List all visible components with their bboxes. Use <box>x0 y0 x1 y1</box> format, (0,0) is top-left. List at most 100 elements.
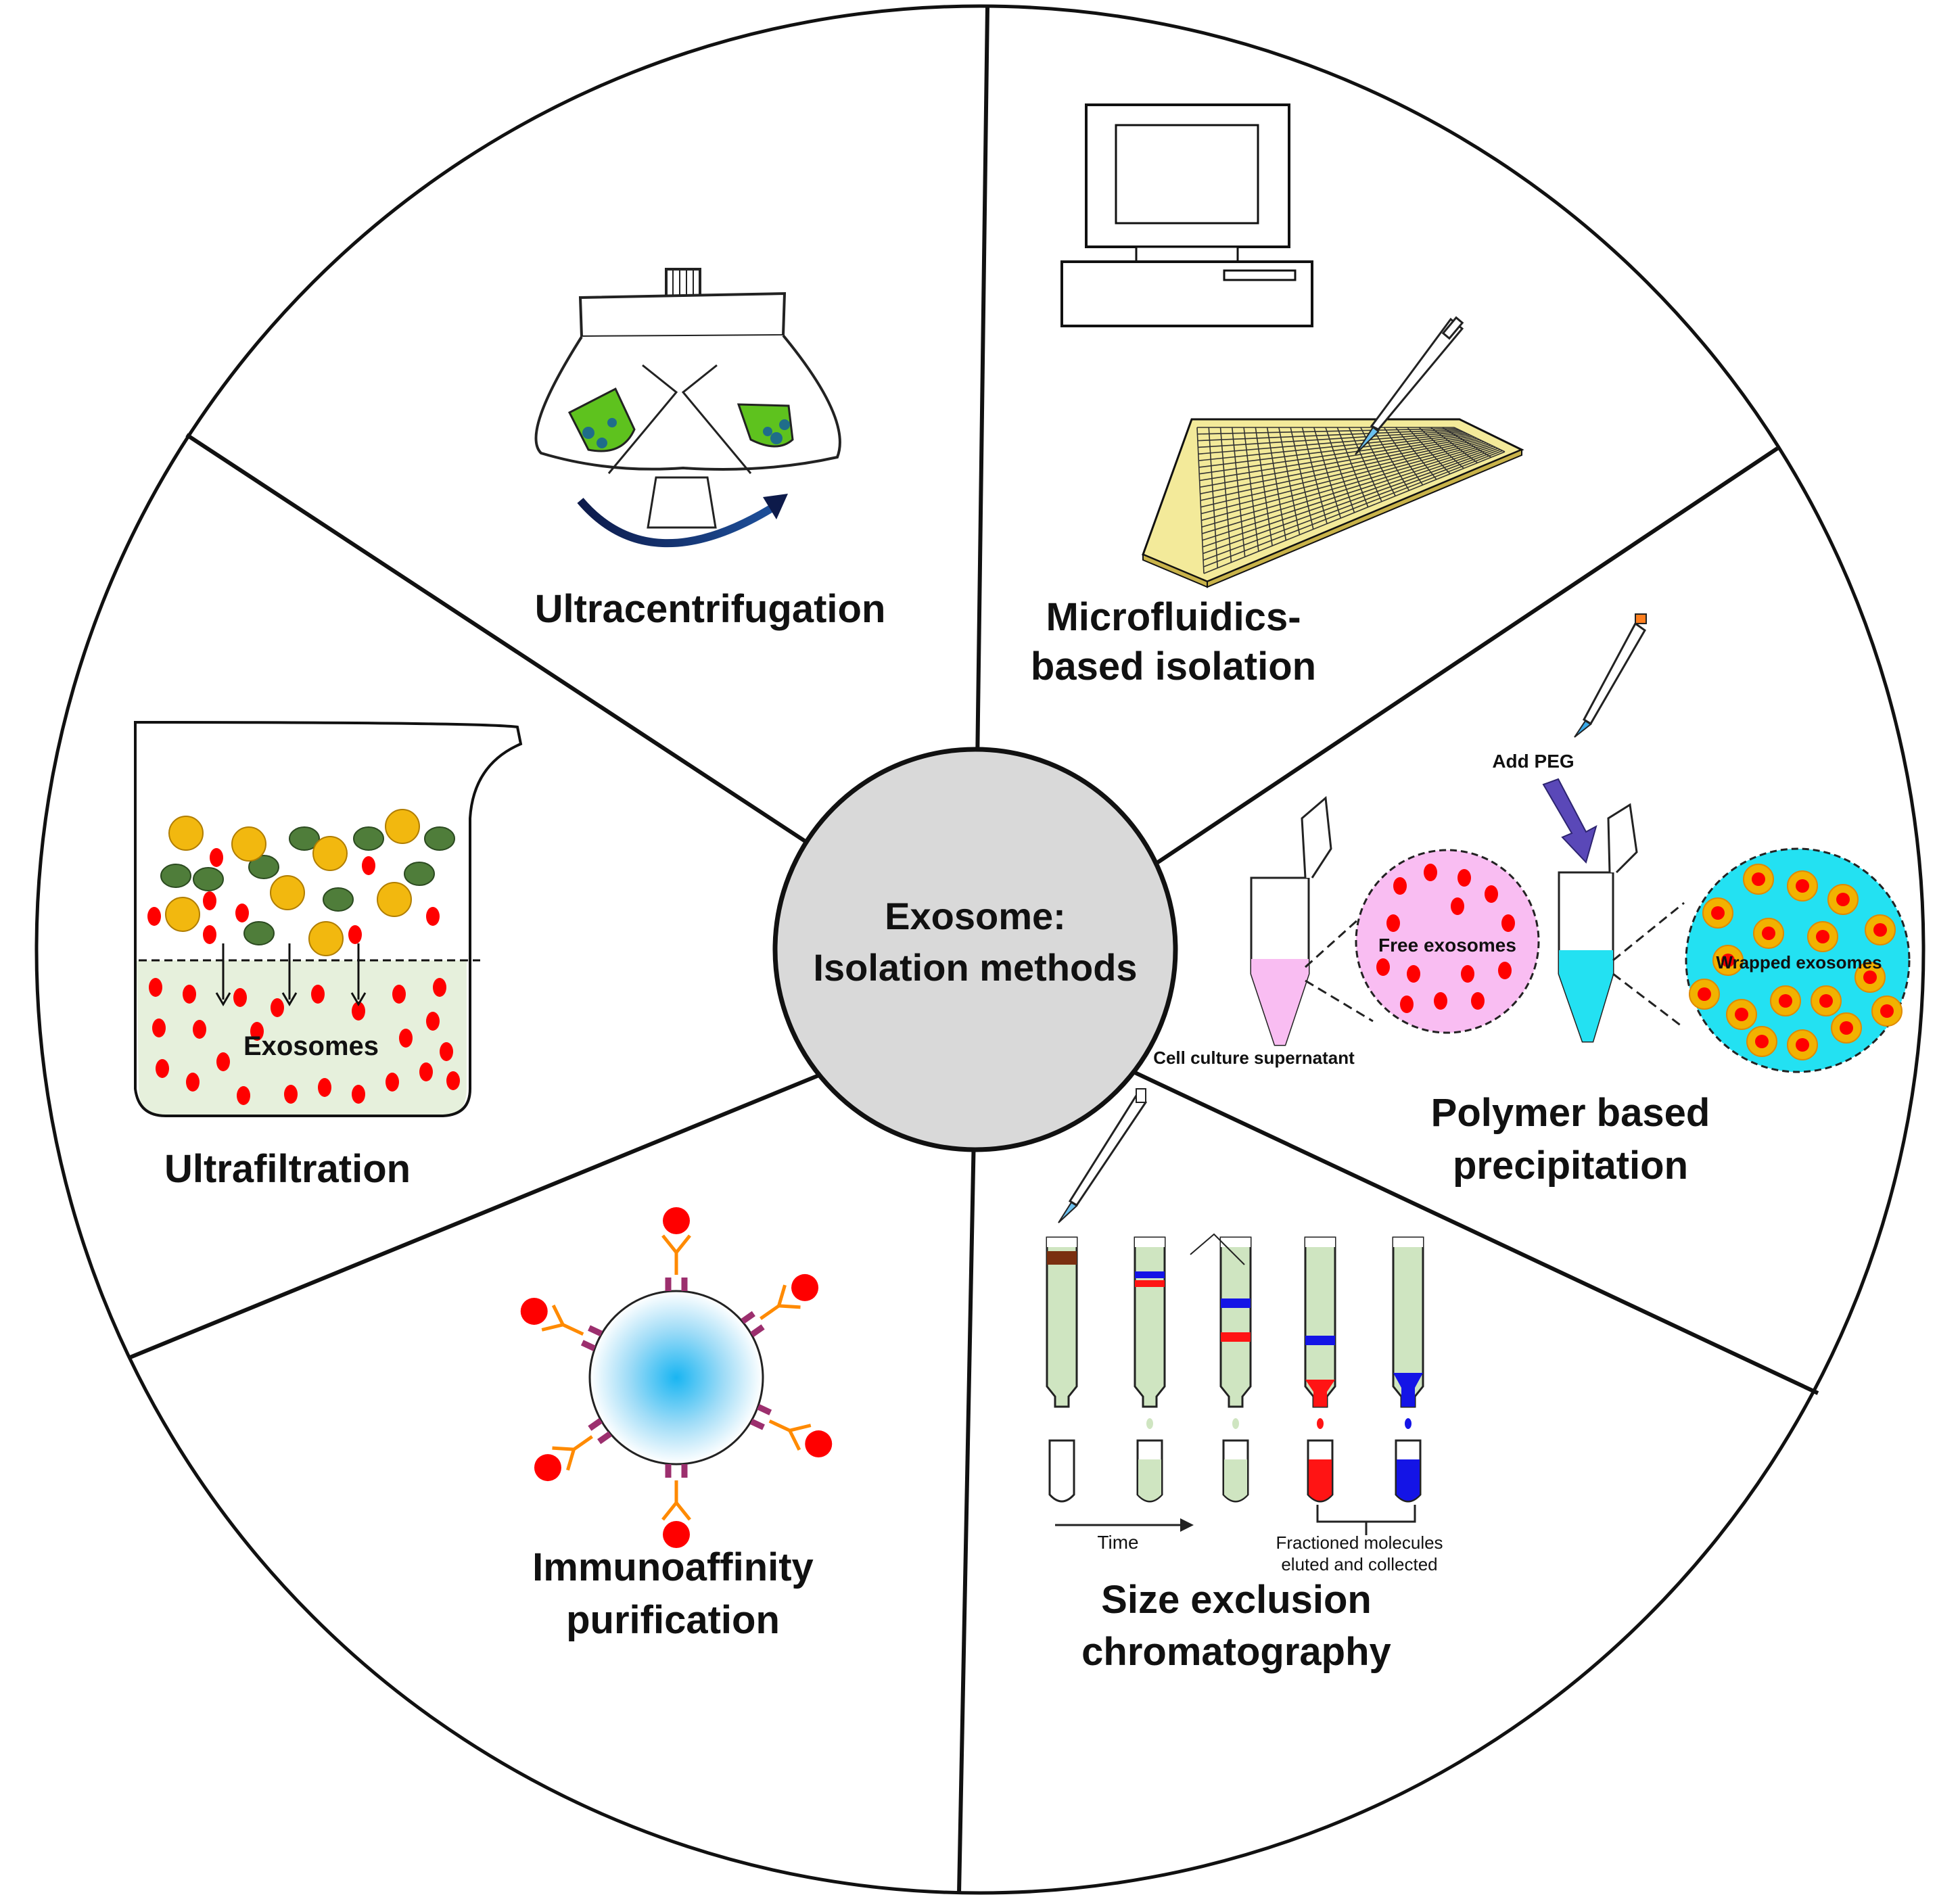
wrapped-exosome-core <box>1755 1035 1769 1048</box>
method-label-ultracentrifugation: Ultracentrifugation <box>535 587 886 631</box>
free-exosome-dot <box>1498 962 1512 979</box>
collected-fraction <box>1138 1459 1161 1501</box>
exosome-particle <box>392 985 406 1004</box>
sec-band <box>1305 1336 1335 1345</box>
contaminant-yellow <box>385 809 420 844</box>
peg-tube <box>1558 803 1638 1043</box>
contaminant-yellow <box>377 882 412 917</box>
receptor <box>665 1464 688 1478</box>
free-exosome-dot <box>1386 914 1400 932</box>
wrapped-exosome-core <box>1880 1004 1894 1018</box>
collected-fraction <box>1397 1459 1420 1501</box>
sec-band <box>1135 1280 1165 1287</box>
wrapped-exosomes-zoom <box>1612 847 1911 1073</box>
contaminant-yellow <box>270 875 305 910</box>
exosome-particle <box>156 1059 169 1078</box>
contaminant-green <box>160 864 191 888</box>
wrapped-exosome-core <box>1819 994 1833 1008</box>
exosome-particle <box>311 985 325 1004</box>
antibody-arms <box>777 1284 801 1309</box>
supernatant-label: Cell culture supernatant <box>1153 1048 1355 1068</box>
wrapped-exosome-core <box>1796 879 1809 893</box>
contaminant-green <box>323 887 354 912</box>
spoke-lower-right <box>1122 1065 1819 1395</box>
rotation-arrowhead <box>763 494 788 519</box>
antibody-arms <box>661 1501 691 1521</box>
exosome-particle <box>433 978 446 997</box>
free-exosome-dot <box>1501 914 1515 932</box>
collected-fraction <box>1224 1459 1247 1501</box>
sec-eluting-blue <box>1393 1373 1423 1407</box>
center-hub <box>772 747 1178 1152</box>
antibody-complex <box>741 1273 819 1338</box>
disk-drive <box>1223 269 1297 281</box>
method-label-immunoaffinity-line2: purification <box>566 1598 780 1642</box>
exosome-particle <box>193 1020 206 1039</box>
exosome-particle <box>183 985 196 1004</box>
free-exosome-dot <box>1461 965 1474 983</box>
bound-target <box>663 1207 690 1234</box>
spoke-bottom <box>957 1132 976 1894</box>
peg-arrow <box>1542 778 1597 864</box>
spoke-lower-left <box>127 1070 829 1360</box>
receptor <box>580 1325 603 1351</box>
sec-drop <box>1317 1418 1324 1429</box>
method-label-immunoaffinity-line1: Immunoaffinity <box>532 1545 814 1589</box>
antibody-complex <box>750 1404 833 1458</box>
method-label-microfluidics-line2: based isolation <box>1031 645 1316 688</box>
sec-band <box>1135 1271 1165 1278</box>
time-arrow <box>1055 1518 1194 1532</box>
exosome-particle <box>419 1062 433 1081</box>
exosome-particle <box>233 988 247 1007</box>
bound-target <box>520 1297 548 1325</box>
exosome-particle <box>210 848 223 867</box>
sec-column <box>1134 1236 1166 1408</box>
chip-grid <box>1196 427 1506 574</box>
exosome-particle <box>186 1073 200 1092</box>
peg-pipette-icon <box>1574 613 1647 738</box>
beaker-outline <box>134 720 523 1117</box>
supernatant-tube <box>1250 796 1332 1046</box>
exosome-particle <box>203 891 216 910</box>
filter-arrows <box>215 943 367 1006</box>
fractioned-label-line1: Fractioned molecules <box>1276 1532 1443 1553</box>
exosome-particle <box>250 1022 264 1041</box>
exosome-particle <box>348 925 362 944</box>
fractioned-label-line2: eluted and collected <box>1281 1554 1437 1574</box>
rotor-cap <box>665 268 701 298</box>
exosome-particle <box>352 1002 365 1021</box>
ultracentrifuge-illustration <box>534 268 841 548</box>
sec-columns <box>1046 1236 1424 1503</box>
contaminant-green <box>193 867 224 891</box>
wrapped-exosome-core <box>1721 954 1735 967</box>
antibody-arms <box>552 1446 576 1471</box>
collected-fraction <box>1309 1459 1332 1501</box>
bound-target <box>534 1454 561 1482</box>
sec-column <box>1046 1236 1078 1408</box>
exosome-particle <box>440 1042 453 1061</box>
contaminant-green <box>404 862 435 886</box>
free-exosome-dot <box>1424 864 1437 881</box>
exosome-particle <box>147 907 161 926</box>
exosome-particle <box>237 1086 250 1105</box>
exosome-particle <box>318 1078 331 1097</box>
method-label-ultrafiltration: Ultrafiltration <box>164 1147 411 1191</box>
rotor-lid <box>578 291 787 339</box>
exosome-particle <box>446 1071 460 1090</box>
receptor <box>588 1418 612 1445</box>
method-label-sec-line2: chromatography <box>1081 1630 1391 1674</box>
exosome-particle <box>426 907 440 926</box>
sec-band <box>1221 1298 1251 1308</box>
wrapped-exosome-core <box>1762 927 1775 940</box>
method-label-microfluidics-line1: Microfluidics- <box>1046 595 1301 639</box>
rotation-arrow <box>577 498 774 548</box>
antibody-stem <box>760 1304 780 1320</box>
immunoaffinity-exosome <box>520 1207 833 1548</box>
free-exosome-dot <box>1376 958 1390 976</box>
antibody-arms <box>541 1305 565 1332</box>
wrapped-exosome-core <box>1840 1021 1853 1035</box>
filtrate-exosomes-label: Exosomes <box>243 1031 379 1061</box>
rotor-stand <box>647 476 717 529</box>
wrapped-exosome-core <box>1796 1038 1809 1052</box>
